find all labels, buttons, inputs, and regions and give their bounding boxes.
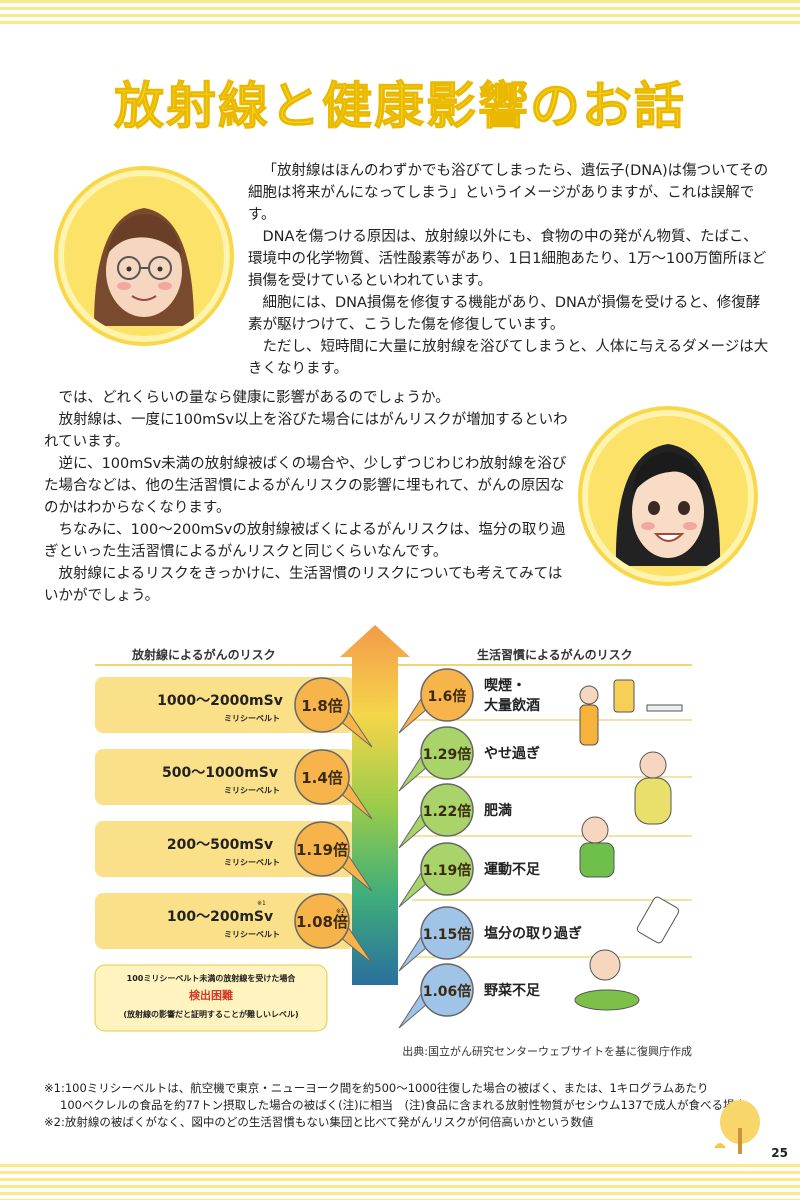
lifestyle-risk-value: 1.06倍 — [423, 983, 472, 1000]
intro-paragraph: 細胞には、DNA損傷を修復する機能があり、DNAが損傷を受けると、修復酵素が駆け… — [248, 295, 761, 333]
radiation-risk-bubble — [294, 893, 350, 949]
lifestyle-factor-label: 運動不足 — [484, 861, 541, 878]
lifestyle-risk-value: 1.19倍 — [423, 862, 472, 879]
lifestyle-factor-label: 喫煙・ — [484, 677, 526, 694]
lifestyle-factor-label: 大量飲酒 — [484, 697, 540, 714]
undetectable-box — [94, 964, 328, 1032]
lifestyle-factor-label: やせ過ぎ — [484, 745, 540, 762]
radiation-unit-label: ミリシーベルト — [224, 858, 280, 867]
undetectable-line3: (放射線の影響だと証明することが難しいレベル) — [123, 1009, 298, 1019]
footnote-1-continued: 100ベクレルの食品を約77トン摂取した場合の被ばく(注)に相当 (注)食品に含… — [60, 1098, 746, 1112]
intro-paragraph: DNAを傷つける原因は、放射線以外にも、食物の中の発がん物質、たばこ、環境中の化… — [248, 229, 767, 289]
woman-glasses-portrait — [58, 170, 230, 342]
bottom-stripe-border — [0, 1164, 800, 1200]
beer-glass-icon — [613, 679, 635, 713]
right-header: 生活習慣によるがんのリスク — [477, 647, 633, 662]
footnotes: ※1:100ミリシーベルトは、航空機で東京・ニューヨーク間を約500〜1000往… — [44, 1080, 764, 1131]
lifestyle-factor-label: 肥満 — [484, 802, 512, 819]
radiation-risk-value: 1.8倍 — [301, 697, 343, 715]
body-paragraph: 逆に、100mSv未満の放射線被ばくの場合や、少しずつじわじわ放射線を浴びた場合… — [44, 456, 567, 516]
footnote-1: ※1:100ミリシーベルトは、航空機で東京・ニューヨーク間を約500〜1000往… — [44, 1081, 709, 1095]
woman-smiling-portrait — [582, 410, 754, 582]
radiation-risk-value: 1.19倍 — [296, 841, 348, 859]
radiation-band — [95, 821, 355, 877]
lifestyle-risk-bubble — [420, 668, 474, 722]
radiation-dose-label: 500〜1000mSv — [162, 765, 278, 781]
radiation-unit-label: ミリシーベルト — [224, 930, 280, 939]
radiation-band — [95, 749, 355, 805]
lifestyle-risk-value: 1.29倍 — [423, 746, 472, 763]
radiation-band — [95, 677, 355, 733]
radiation-dose-label: 200〜500mSv — [167, 837, 273, 853]
lifestyle-risk-bubble — [420, 783, 474, 837]
risk-comparison-chart: 放射線によるがんのリスク 生活習慣によるがんのリスク 1000〜2000mSv ミ… — [92, 625, 697, 1065]
undetectable-line1: 100ミリシーベルト未満の放射線を受けた場合 — [127, 973, 297, 983]
chart-source: 出典:国立がん研究センターウェブサイトを基に復興庁作成 — [402, 1044, 692, 1058]
salt-shaker-icon — [636, 896, 680, 944]
lifestyle-risk-value: 1.6倍 — [428, 688, 467, 705]
risk-chart-svg: 放射線によるがんのリスク 生活習慣によるがんのリスク 1000〜2000mSv ミ… — [94, 625, 692, 1058]
lifestyle-risk-bubble — [420, 842, 474, 896]
sitting-person-icon — [579, 842, 615, 878]
radiation-band — [95, 893, 355, 949]
lifestyle-factor-label: 野菜不足 — [484, 982, 541, 999]
footnote-2: ※2:放射線の被ばくがなく、図中のどの生活習慣もない集団と比べて発がんリスクが何… — [44, 1115, 594, 1129]
body-text: では、どれくらいの量なら健康に影響があるのでしょうか。 放射線は、一度に100m… — [44, 387, 574, 607]
radiation-unit-label: ミリシーベルト — [224, 786, 280, 795]
lifestyle-risk-bubble — [420, 726, 474, 780]
lifestyle-risk-value: 1.15倍 — [423, 926, 472, 943]
risk-arrow — [340, 625, 410, 985]
cigarette-icon — [646, 704, 683, 712]
undetectable-line2: 検出困難 — [189, 988, 233, 1002]
intro-paragraph: ただし、短時間に大量に放射線を浴びてしまうと、人体に与えるダメージは大きくなりま… — [248, 339, 769, 377]
lifestyle-illustrations — [574, 679, 683, 1011]
vegetable-plate-icon — [574, 989, 640, 1011]
lifestyle-risk-bubble — [420, 963, 474, 1017]
body-paragraph: 放射線によるリスクをきっかけに、生活習慣のリスクについても考えてみてはいかがでし… — [44, 566, 563, 604]
body-paragraph: 放射線は、一度に100mSv以上を浴びた場合にはがんリスクが増加するといわれてい… — [44, 412, 568, 450]
radiation-risk-bubble — [294, 749, 350, 805]
risk-footnote-mark: ※2 — [336, 908, 345, 915]
page-title: 放射線と健康影響のお話 — [114, 77, 686, 136]
lifestyle-risk-bubble — [420, 906, 474, 960]
dose-footnote-mark: ※1 — [257, 900, 266, 907]
left-header: 放射線によるがんのリスク — [131, 647, 276, 662]
intro-paragraph: 「放射線はほんのわずかでも浴びてしまったら、遺伝子(DNA)は傷ついてその細胞は… — [248, 163, 769, 223]
radiation-risk-value: 1.08倍 — [296, 913, 348, 931]
radiation-risk-value: 1.4倍 — [301, 769, 343, 787]
ginkgo-tree-icon — [714, 1100, 760, 1154]
obese-person-icon — [634, 777, 672, 825]
radiation-unit-label: ミリシーベルト — [224, 714, 280, 723]
radiation-dose-label: 1000〜2000mSv — [157, 693, 283, 709]
lifestyle-factor-label: 塩分の取り過ぎ — [484, 925, 582, 942]
body-paragraph: では、どれくらいの量なら健康に影響があるのでしょうか。 — [58, 390, 450, 406]
radiation-risk-bubble — [294, 821, 350, 877]
radiation-dose-label: 100〜200mSv — [167, 909, 273, 925]
thin-person-icon — [579, 704, 599, 746]
page-number: 25 — [771, 1146, 788, 1160]
top-stripe-border — [0, 0, 800, 28]
body-paragraph: ちなみに、100〜200mSvの放射線被ばくによるがんリスクは、塩分の取り過ぎと… — [44, 522, 566, 560]
intro-text: 「放射線はほんのわずかでも浴びてしまったら、遺伝子(DNA)は傷ついてその細胞は… — [248, 160, 770, 380]
lifestyle-risk-value: 1.22倍 — [423, 803, 472, 820]
radiation-risk-bubble — [294, 677, 350, 733]
